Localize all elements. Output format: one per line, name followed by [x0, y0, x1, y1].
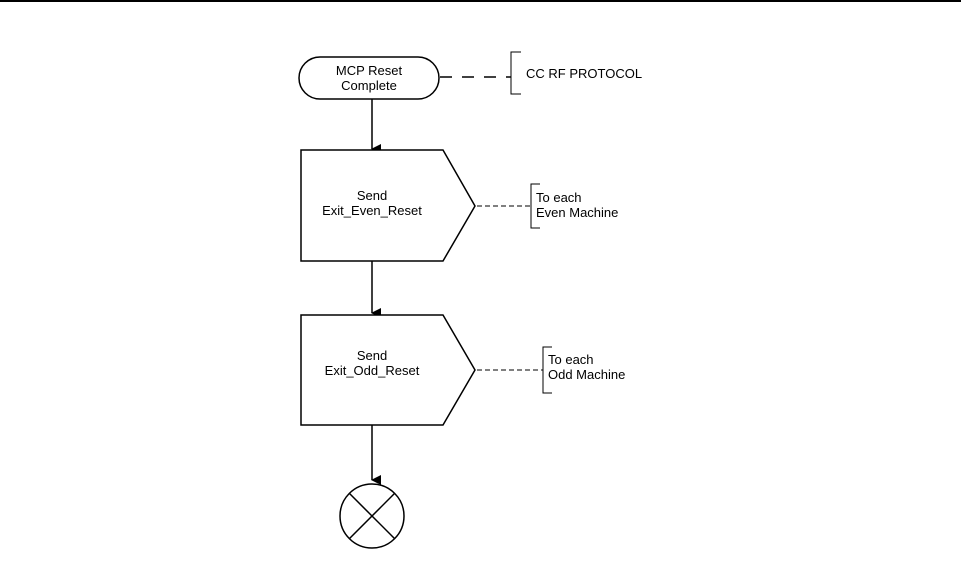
start-state-node: MCP Reset Complete [298, 56, 440, 100]
start-state-label-line2: Complete [341, 78, 397, 93]
send-even-label-line1: Send [357, 188, 387, 203]
odd-annotation: To each Odd Machine [542, 346, 625, 394]
send-odd-label-line1: Send [357, 348, 387, 363]
odd-annotation-line2: Odd Machine [548, 367, 625, 382]
odd-annotation-line1: To each [548, 352, 594, 367]
even-annotation-line1: To each [536, 190, 582, 205]
start-annotation-bracket [510, 51, 521, 95]
send-even-node: Send Exit_Even_Reset [300, 149, 476, 262]
send-odd-label-line2: Exit_Odd_Reset [325, 363, 420, 378]
circle-x-terminator-icon [339, 483, 405, 549]
page-top-rule [0, 0, 961, 2]
send-odd-node: Send Exit_Odd_Reset [300, 314, 476, 426]
start-annotation-text: CC RF PROTOCOL [526, 66, 642, 81]
even-annotation-line2: Even Machine [536, 205, 618, 220]
even-annotation: To each Even Machine [530, 183, 618, 229]
even-annotation-bracket [530, 183, 540, 229]
odd-annotation-bracket [542, 346, 552, 394]
send-even-label-line2: Exit_Even_Reset [322, 203, 422, 218]
start-annotation: CC RF PROTOCOL [510, 51, 642, 95]
send-odd-shape [300, 314, 476, 426]
start-state-label-line1: MCP Reset [336, 63, 403, 78]
send-even-shape [300, 149, 476, 262]
start-state-shape [298, 56, 440, 100]
